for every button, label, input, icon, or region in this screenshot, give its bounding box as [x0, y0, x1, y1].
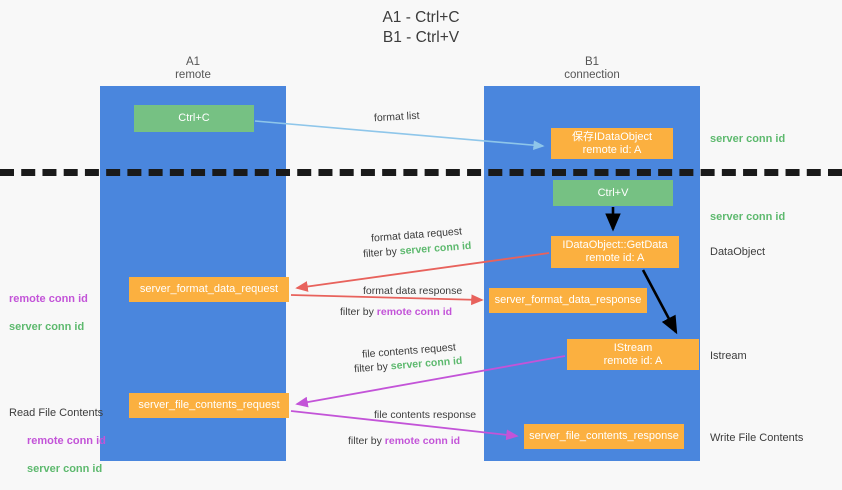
- node-save-idataobject[interactable]: 保存IDataObject remote id: A: [551, 128, 673, 159]
- lane-heading-a1: A1 remote: [175, 56, 211, 81]
- left-note-remote-conn-id: remote conn id: [27, 435, 106, 447]
- right-note-dataobject: DataObject: [710, 246, 766, 258]
- filter-prefix: filter by: [353, 360, 392, 376]
- edge-label-format-data-response: format data response: [363, 285, 463, 297]
- left-note-server-conn-id: server conn id: [27, 463, 103, 475]
- node-server-file-contents-response[interactable]: server_file_contents_response: [524, 424, 684, 449]
- filter-prefix: filter by: [348, 435, 385, 447]
- left-note-read-file-contents: Read File Contents: [9, 407, 104, 419]
- lane-heading-b1: B1 connection: [564, 56, 620, 81]
- node-server-file-contents-request[interactable]: server_file_contents_request: [129, 393, 289, 418]
- right-note-server-conn-id-mid: server conn id: [710, 211, 786, 223]
- filter-key-remote-conn-id: remote conn id: [376, 306, 453, 318]
- filter-prefix: filter by: [340, 306, 377, 318]
- edge-label-format-data-response-filter: filter by remote conn id: [340, 305, 452, 320]
- edge-label-file-contents-response-filter: filter by remote conn id: [348, 434, 460, 449]
- right-note-write-file-contents: Write File Contents: [710, 432, 804, 444]
- left-note-server-conn-id: server conn id: [9, 321, 85, 333]
- node-idataobject-getdata[interactable]: IDataObject::GetData remote id: A: [551, 236, 679, 268]
- left-note-remote-conn-id: remote conn id: [9, 293, 88, 305]
- right-note-server-conn-id-top: server conn id: [710, 133, 786, 145]
- right-note-istream: Istream: [710, 350, 747, 362]
- filter-prefix: filter by: [362, 245, 401, 261]
- edge-label-format-list: format list: [373, 109, 420, 125]
- left-note-format-conn-ids: remote conn id server conn id: [9, 278, 88, 348]
- page-title: A1 - Ctrl+C B1 - Ctrl+V: [382, 9, 460, 46]
- node-ctrl-c[interactable]: Ctrl+C: [134, 105, 254, 132]
- node-server-format-data-response[interactable]: server_format_data_response: [489, 288, 647, 313]
- filter-key-remote-conn-id: remote conn id: [384, 435, 461, 447]
- left-note-file-conn-ids: Read File Contents remote conn id server…: [9, 392, 106, 490]
- phase-divider: [0, 169, 842, 176]
- node-ctrl-v[interactable]: Ctrl+V: [553, 180, 673, 206]
- node-server-format-data-request[interactable]: server_format_data_request: [129, 277, 289, 302]
- edge-label-file-contents-response: file contents response: [374, 409, 477, 421]
- node-istream[interactable]: IStream remote id: A: [567, 339, 699, 370]
